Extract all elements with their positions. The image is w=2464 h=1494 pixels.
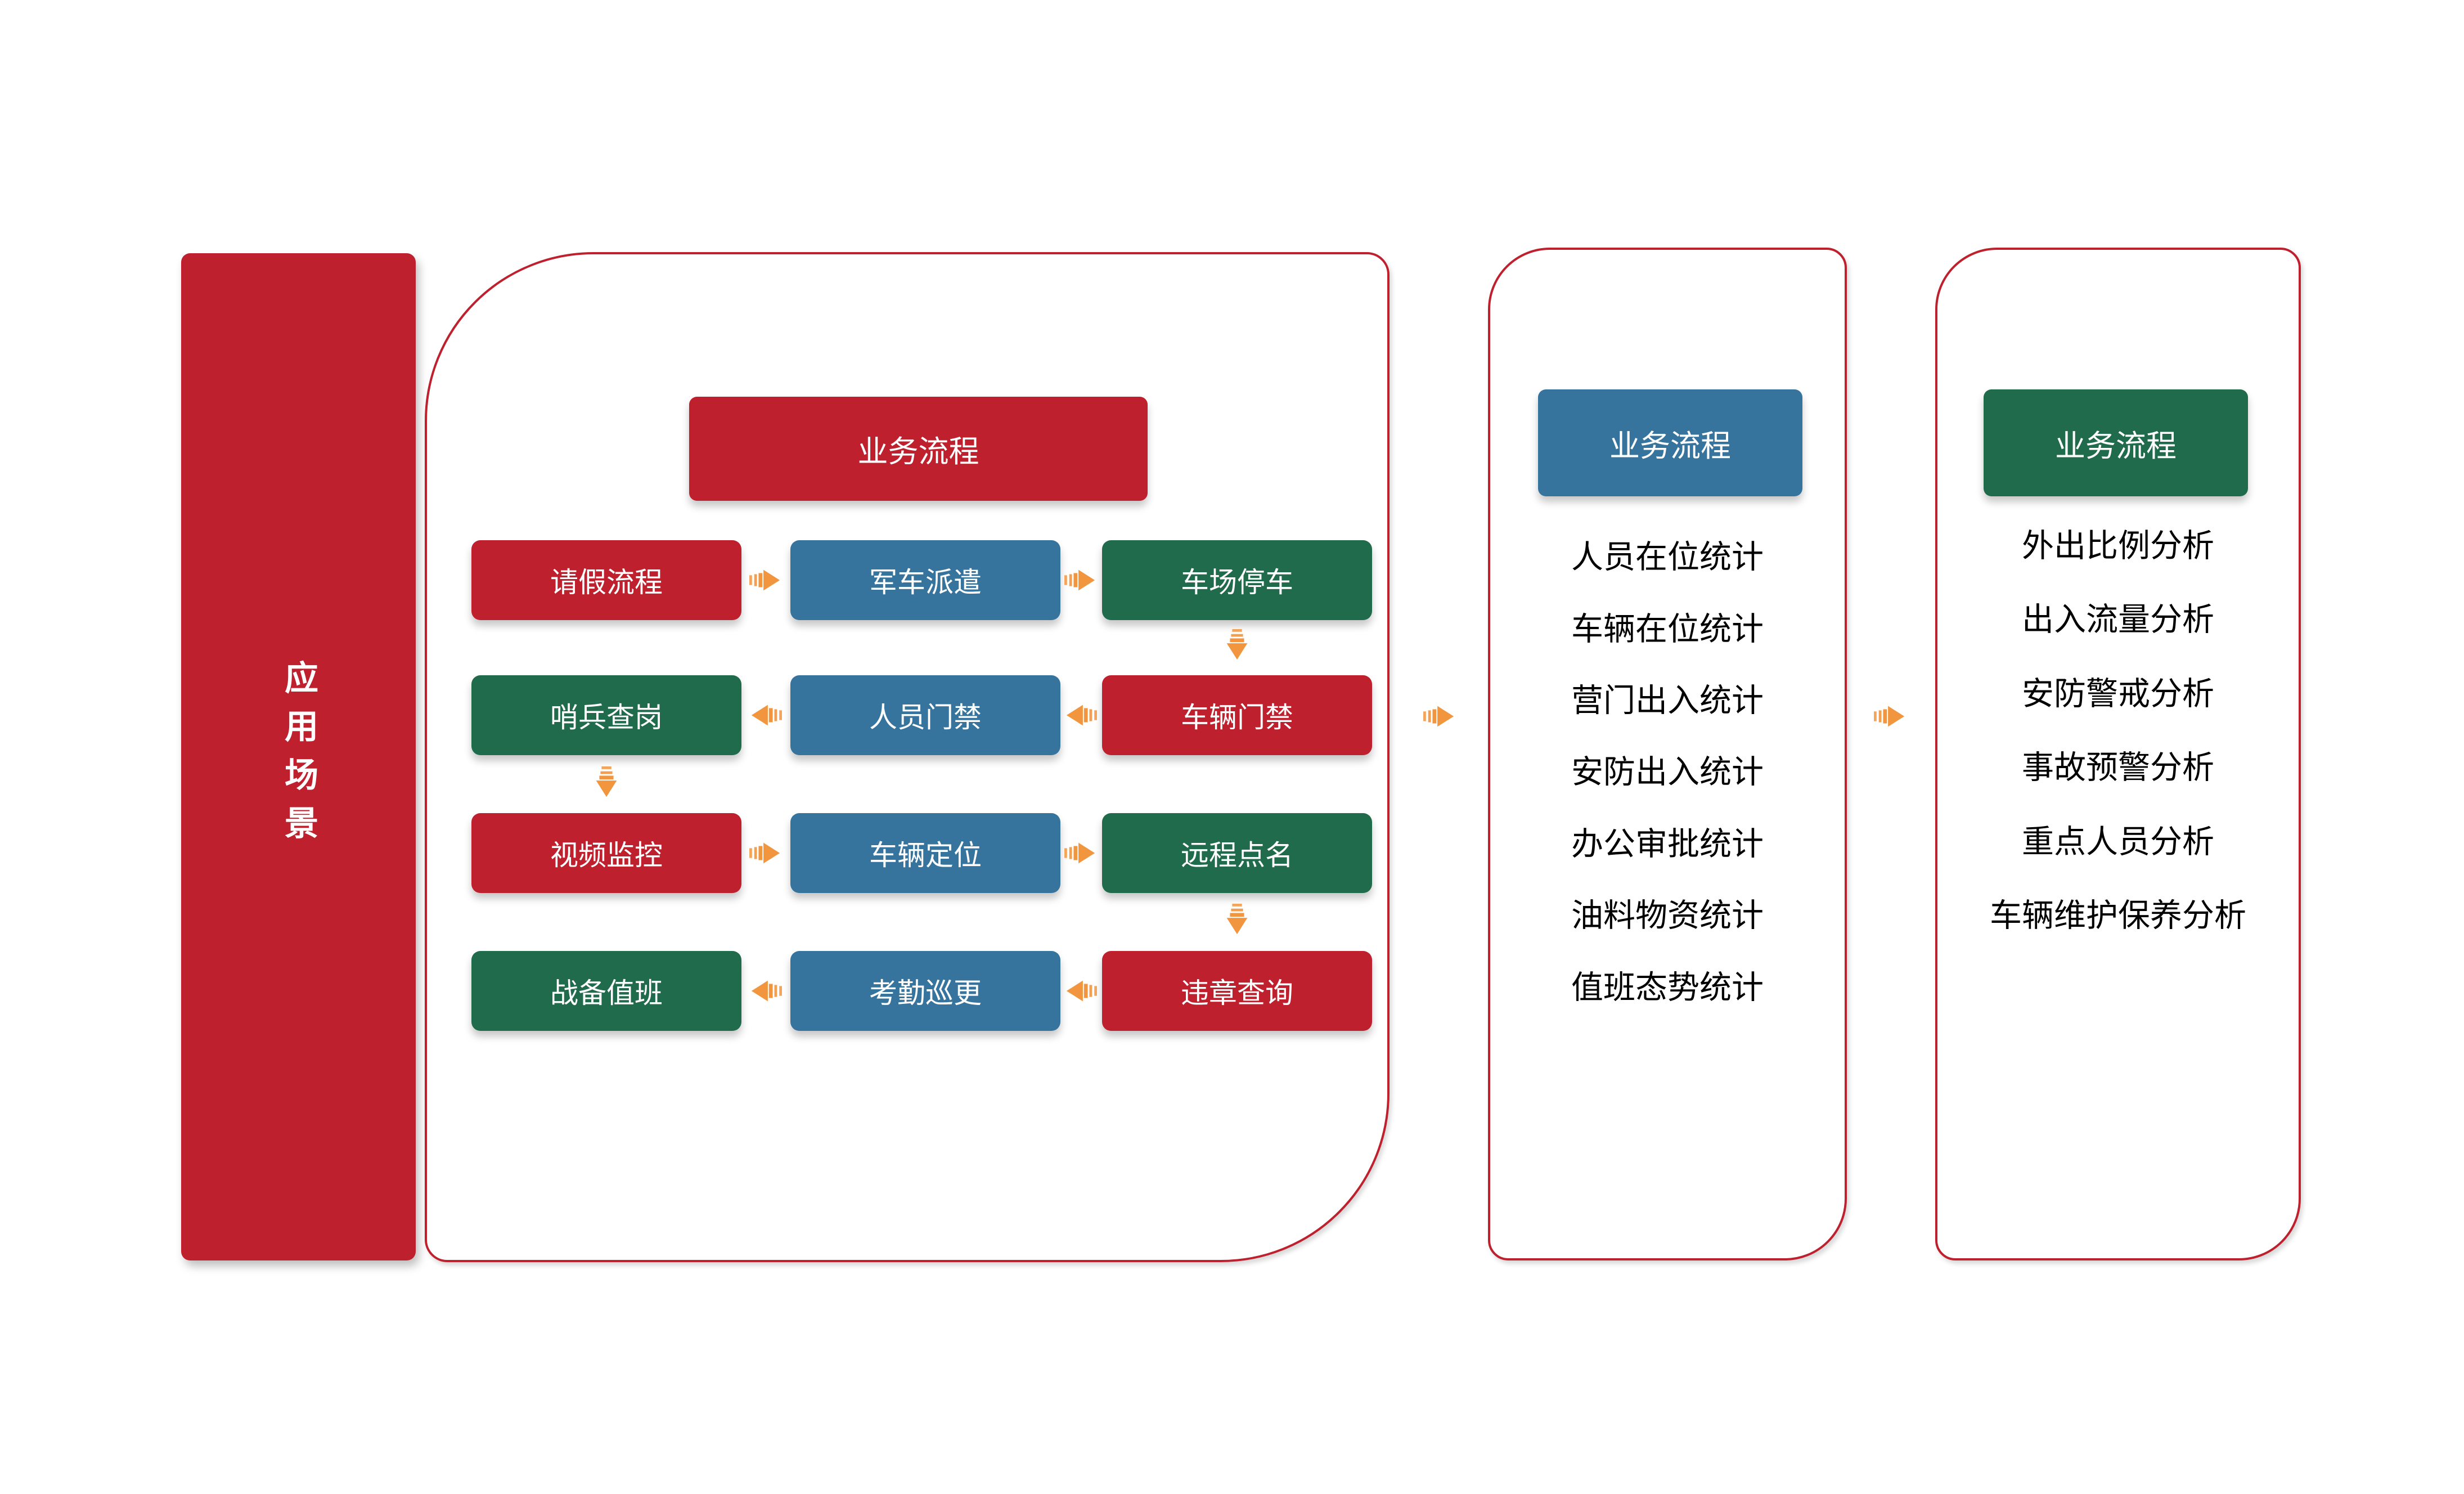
node-label: 考勤巡更 [869, 977, 982, 1009]
analysis-list-item: 安防警戒分析 [2022, 676, 2214, 712]
stats-list-item: 办公审批统计 [1571, 826, 1764, 862]
node-label: 请假流程 [550, 567, 663, 598]
flow-node-video-monitor: 视频监控 [471, 813, 741, 893]
stats-list-item: 车辆在位统计 [1571, 611, 1764, 647]
flow-node-personnel-access: 人员门禁 [790, 675, 1060, 755]
panel-connector-arrow-icon [1874, 703, 1907, 729]
stats-list-item: 营门出入统计 [1571, 683, 1764, 719]
flow-arrow-down-icon [1224, 904, 1250, 936]
flow-arrow-left-icon [749, 978, 782, 1004]
flow-node-remote-rollcall: 远程点名 [1102, 813, 1372, 893]
node-label: 人员门禁 [869, 702, 982, 733]
flow-arrow-left-icon [1064, 702, 1097, 728]
flow-node-combat-duty: 战备值班 [471, 951, 741, 1031]
flow-node-vehicle-locate: 车辆定位 [790, 813, 1060, 893]
analysis-list-item: 外出比例分析 [2022, 528, 2214, 564]
node-label: 视频监控 [550, 840, 663, 871]
analysis-list-item: 出入流量分析 [2022, 602, 2214, 638]
flow-node-sentry-check: 哨兵查岗 [471, 675, 741, 755]
flow-arrow-down-icon [593, 766, 619, 799]
flow-arrow-down-icon [1224, 629, 1250, 662]
stats-list-item: 油料物资统计 [1571, 898, 1764, 934]
flow-node-military-dispatch: 军车派遣 [790, 540, 1060, 620]
node-label: 车辆门禁 [1181, 702, 1293, 733]
flow-arrow-right-icon [749, 840, 782, 866]
analysis-list-item: 重点人员分析 [2022, 824, 2214, 860]
analysis-list-item: 事故预警分析 [2022, 750, 2214, 786]
application-scenario-label: 应用场景 [280, 660, 318, 854]
flow-arrow-right-icon [1064, 567, 1097, 593]
flow-panel-header-label: 业务流程 [857, 435, 979, 469]
flow-node-violation-query: 违章查询 [1102, 951, 1372, 1031]
node-label: 军车派遣 [869, 567, 982, 598]
stats-list-item: 值班态势统计 [1571, 970, 1764, 1006]
flow-arrow-left-icon [1064, 978, 1097, 1004]
node-label: 车辆定位 [869, 840, 982, 871]
flow-arrow-right-icon [1064, 840, 1097, 866]
analysis-panel-header-label: 业务流程 [2055, 429, 2177, 463]
flow-panel-header: 业务流程 [689, 397, 1148, 501]
node-label: 哨兵查岗 [550, 702, 663, 733]
flow-node-leave-process: 请假流程 [471, 540, 741, 620]
application-scenario-banner: 应用场景 [181, 253, 416, 1260]
flow-node-attendance-patrol: 考勤巡更 [790, 951, 1060, 1031]
node-label: 战备值班 [550, 977, 663, 1009]
analysis-panel-header: 业务流程 [1984, 389, 2248, 496]
panel-connector-arrow-icon [1423, 703, 1456, 729]
flow-arrow-right-icon [749, 567, 782, 593]
analysis-list-item: 车辆维护保养分析 [1990, 898, 2246, 934]
node-label: 违章查询 [1181, 977, 1293, 1009]
flow-node-vehicle-access: 车辆门禁 [1102, 675, 1372, 755]
stats-panel-header-label: 业务流程 [1609, 429, 1731, 463]
stats-list-item: 安防出入统计 [1571, 754, 1764, 790]
stats-list-item: 人员在位统计 [1571, 539, 1764, 575]
stats-panel-header: 业务流程 [1538, 389, 1802, 496]
flow-arrow-left-icon [749, 702, 782, 728]
node-label: 远程点名 [1181, 840, 1293, 871]
node-label: 车场停车 [1181, 567, 1293, 598]
flow-node-parking: 车场停车 [1102, 540, 1372, 620]
